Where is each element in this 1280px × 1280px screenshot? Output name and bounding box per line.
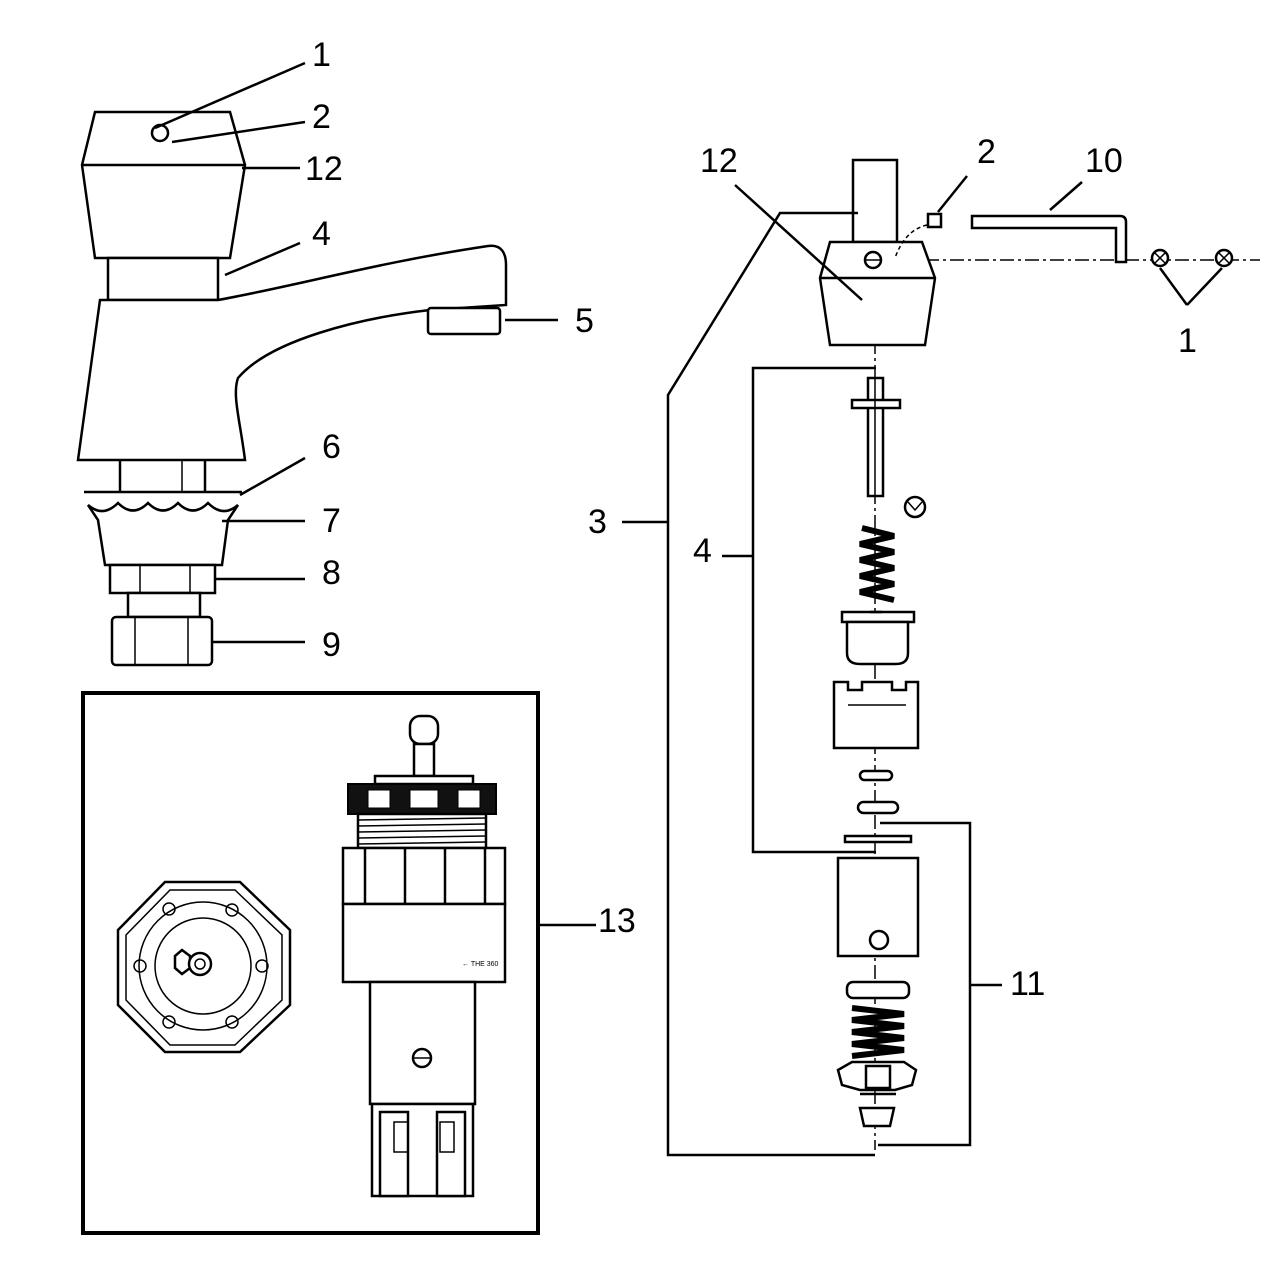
circlip: [903, 495, 927, 519]
castle-nut: [832, 680, 920, 750]
allen-key: [970, 214, 1128, 264]
callout-2-left: 2: [312, 98, 331, 136]
callout-2-right: 2: [977, 133, 996, 171]
callout-6-left: 6: [322, 428, 341, 466]
callout-11-right: 11: [1010, 965, 1045, 1003]
decorative-nut: [86, 501, 240, 567]
callout-4-left: 4: [312, 215, 331, 253]
callout-4-right: 4: [693, 532, 712, 570]
cartridge-side-view: ← THE 360: [341, 714, 507, 1198]
aerator: [426, 306, 502, 336]
callout-1-right: 1: [1178, 322, 1197, 360]
callout-7-left: 7: [322, 502, 341, 540]
assembled-faucet: [76, 61, 558, 667]
handle-screw: [150, 123, 170, 143]
set-screw: [926, 212, 943, 229]
cartridge-sleeve: [836, 856, 920, 958]
flat-washer: [843, 834, 913, 844]
callout-9-left: 9: [322, 626, 341, 664]
handle-lever: [851, 158, 899, 244]
screw-caps: [1150, 248, 1234, 306]
exploded-view: [622, 158, 1260, 1157]
bracket-4: [751, 366, 876, 854]
bracket-3: [666, 211, 875, 1157]
hex-nut: [108, 563, 217, 595]
connection-nut: [110, 615, 214, 667]
o-ring-upper: [858, 769, 894, 782]
cartridge-inset: ← THE 360: [81, 691, 596, 1235]
callout-10-right: 10: [1085, 142, 1123, 180]
callout-12-right: 12: [700, 142, 738, 180]
callout-3-right: 3: [588, 503, 607, 541]
piston-assembly: [836, 980, 918, 1128]
callout-1-left: 1: [312, 36, 331, 74]
callout-12-left: 12: [305, 150, 343, 188]
inset-side-text: ← THE 360: [462, 961, 499, 968]
cap-nut: [840, 610, 916, 666]
faucet-collar: [106, 256, 220, 302]
spindle: [850, 376, 902, 498]
o-ring-lower: [856, 800, 900, 815]
callout-13: 13: [598, 902, 636, 940]
spring: [859, 525, 895, 603]
callout-5-left: 5: [575, 302, 594, 340]
inset-frame: [81, 691, 540, 1235]
callout-8-left: 8: [322, 554, 341, 592]
cartridge-top-view: [116, 880, 292, 1054]
